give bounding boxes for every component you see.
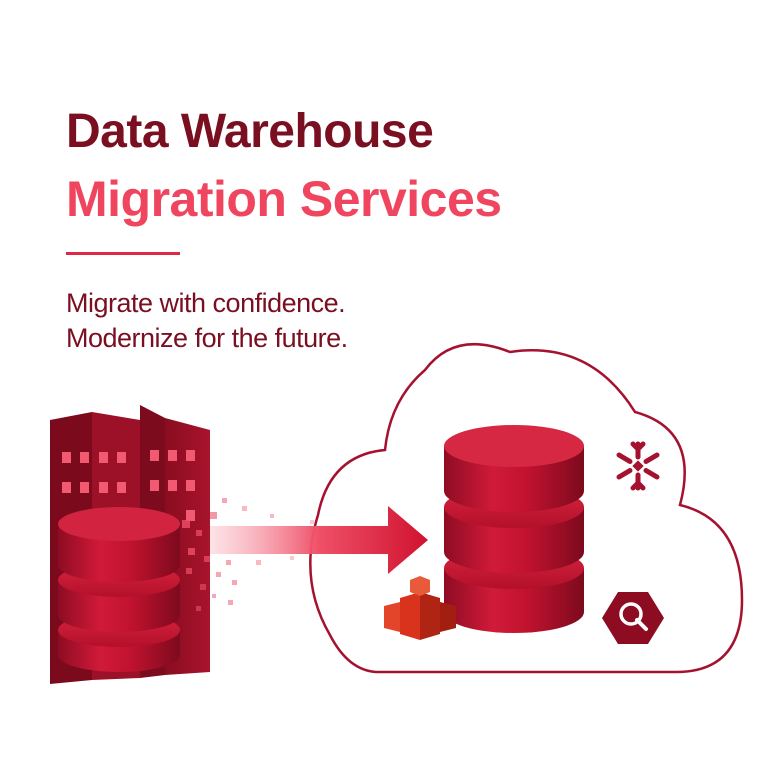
title-divider: [66, 252, 180, 255]
tagline-line-1: Migrate with confidence.: [66, 288, 346, 318]
tagline-line-2: Modernize for the future.: [66, 323, 348, 353]
data-pixels: [182, 498, 314, 611]
legacy-database-icon: [58, 507, 180, 672]
cloud-database-icon: [444, 425, 584, 633]
bigquery-logo-icon: [602, 592, 664, 644]
amazon-redshift-logo-icon: [384, 576, 456, 640]
headline-line-2: Migration Services: [66, 171, 502, 227]
headline-line-1: Data Warehouse: [66, 105, 434, 158]
migration-arrow-icon: [210, 506, 428, 574]
